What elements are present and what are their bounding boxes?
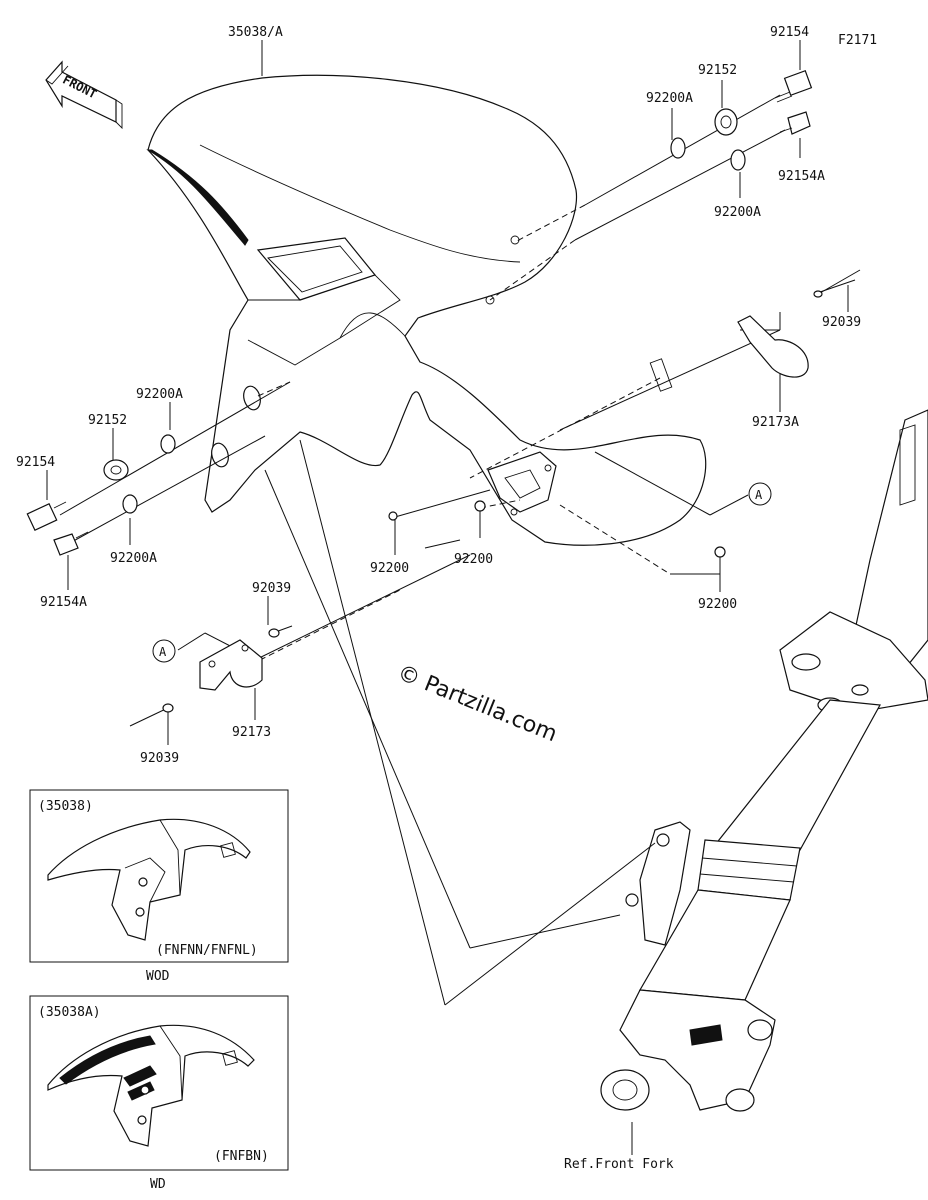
callout-a-left: A	[152, 639, 176, 663]
collar-top	[714, 108, 738, 136]
svg-text:A: A	[159, 645, 167, 659]
figure-code: F2171	[838, 33, 877, 48]
ref-front-fork-label: Ref.Front Fork	[564, 1157, 674, 1172]
pin-right	[813, 269, 861, 298]
label-pin-right: 92039	[822, 315, 861, 330]
label-pin-left-bottom: 92039	[140, 751, 179, 766]
pin-left-top	[268, 625, 293, 638]
label-collar-left: 92152	[88, 413, 127, 428]
inset-wd-code: (35038A)	[38, 1005, 101, 1020]
inset-wod: (35038) (FNFNN/FNFNL) WOD	[29, 789, 289, 984]
inset-wd-variant: (FNFBN)	[214, 1149, 269, 1164]
svg-text:A: A	[755, 488, 763, 502]
label-washer-top-right: 92200A	[714, 205, 761, 220]
collar-left	[103, 459, 129, 481]
clamp-left	[199, 639, 263, 691]
label-washer-left-lower: 92200A	[110, 551, 157, 566]
inset-wod-code: (35038)	[38, 799, 93, 814]
inset-wd: (35038A) (FNFBN) WD	[29, 995, 289, 1192]
front-fender	[146, 74, 707, 546]
label-washer-left-upper: 92200A	[136, 387, 183, 402]
label-clamp-left: 92173	[232, 725, 271, 740]
washer-top-left	[670, 137, 686, 159]
pin-left-bottom	[129, 703, 174, 727]
nut-b	[474, 500, 486, 512]
nut-c	[714, 546, 726, 558]
label-bolt-top-a: 92154A	[778, 169, 825, 184]
bolt-top	[774, 70, 813, 103]
watermark: © Partzilla.com	[394, 660, 561, 747]
front-fork	[600, 409, 928, 1112]
label-bolt-top: 92154	[770, 25, 809, 40]
washer-left-lower	[122, 494, 138, 514]
label-bolt-left-a: 92154A	[40, 595, 87, 610]
label-fender: 35038/A	[228, 25, 283, 40]
label-nut-a: 92200	[370, 561, 409, 576]
bolt-left-a	[53, 531, 89, 556]
label-pin-left-top: 92039	[252, 581, 291, 596]
label-bolt-left: 92154	[16, 455, 55, 470]
label-washer-top-left: 92200A	[646, 91, 693, 106]
clamp-right	[737, 315, 809, 378]
inset-wd-caption: WD	[150, 1177, 166, 1192]
label-nut-c: 92200	[698, 597, 737, 612]
label-nut-b: 92200	[454, 552, 493, 567]
bolt-top-a	[779, 111, 811, 135]
nut-a	[388, 511, 398, 521]
front-direction-arrow-icon: FRONT	[45, 60, 123, 130]
bolt-left	[26, 501, 67, 532]
inset-wod-caption: WOD	[146, 969, 170, 984]
callout-a-right: A	[748, 482, 772, 506]
label-collar-top: 92152	[698, 63, 737, 78]
washer-top-right	[730, 149, 746, 171]
label-clamp-right: 92173A	[752, 415, 799, 430]
washer-left-upper	[160, 434, 176, 454]
inset-wod-variant: (FNFNN/FNFNL)	[156, 943, 258, 958]
